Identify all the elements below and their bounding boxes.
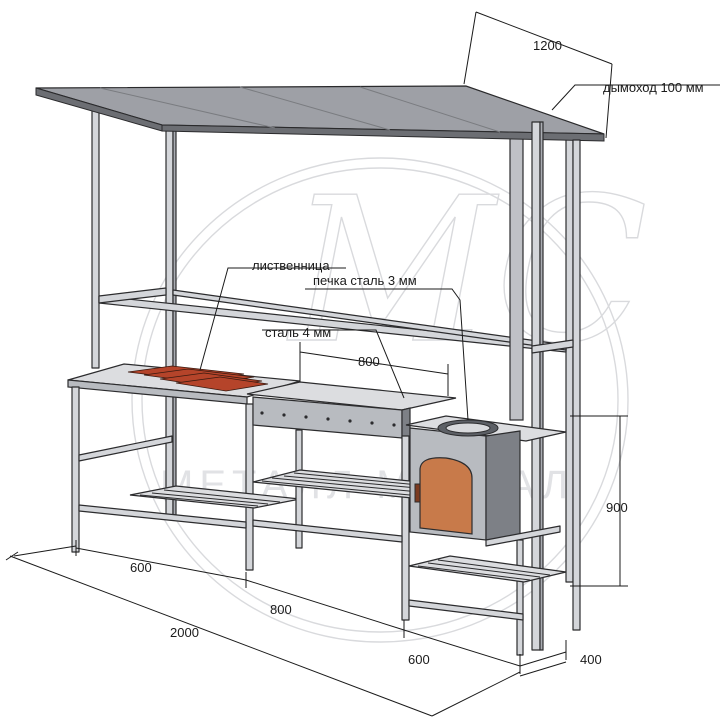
dim-grill-length: 800	[358, 354, 380, 369]
watermark-monogram: МС	[286, 155, 648, 388]
dim-total-line	[5, 545, 433, 717]
dim-height: 900	[606, 500, 628, 515]
stove-body-side	[485, 430, 521, 541]
grill-leg-front	[401, 435, 410, 621]
post-back-right	[565, 137, 574, 583]
dim-left-line	[75, 540, 247, 588]
stove-leg	[516, 539, 524, 656]
dim-roof-width-line	[463, 11, 613, 139]
right-shelf-bars	[417, 559, 551, 581]
post-back-mid	[165, 123, 174, 516]
grill-vent-holes	[260, 411, 396, 427]
chimney-pipe	[509, 127, 524, 421]
rail-left-bottom	[78, 504, 247, 529]
dim-depth: 400	[580, 652, 602, 667]
roof-seam-1	[99, 87, 276, 129]
label-larch: лиственница	[252, 258, 330, 273]
front-frame	[531, 121, 581, 651]
leg-front-mid-left	[245, 403, 254, 571]
dim-right-line	[403, 629, 521, 674]
roof	[35, 85, 605, 142]
post-back-left	[91, 101, 100, 369]
label-stove: печка сталь 3 мм	[313, 273, 417, 288]
dim-roof-width: 1200	[533, 38, 562, 53]
dim-depth-line	[519, 640, 567, 677]
watermark-ring	[131, 157, 629, 643]
left-table	[67, 363, 301, 571]
label-steel: сталь 4 мм	[265, 325, 331, 340]
post-front-right-side	[539, 121, 544, 651]
rail-back-upper-2	[172, 289, 567, 351]
dim-height-line	[570, 415, 628, 587]
larch-plank-4	[175, 376, 269, 392]
leg-front-left	[71, 386, 80, 553]
stove-section	[405, 415, 567, 656]
larch-leader	[199, 267, 346, 371]
chimney	[509, 127, 524, 421]
left-shelf-bars	[139, 489, 281, 507]
wood-planks	[127, 365, 269, 392]
rail-right-upper	[485, 525, 561, 547]
stove-door	[419, 457, 473, 535]
rail-right-side	[531, 339, 574, 354]
rail-left-side	[98, 287, 167, 304]
post-back-mid-side	[172, 123, 177, 516]
dim-middle-section: 800	[270, 602, 292, 617]
dim-total-length: 2000	[170, 625, 199, 640]
dim-middle-line	[245, 579, 405, 638]
callouts: дымоход 100 мм лиственница печка сталь 3…	[199, 80, 720, 421]
dim-right-section: 600	[408, 652, 430, 667]
post-right-rear	[572, 139, 581, 631]
roof-front-edge	[161, 124, 605, 142]
rail-right-bottom	[408, 599, 524, 621]
grill-box	[246, 381, 461, 621]
dim-total-end	[431, 671, 521, 717]
grill-side	[401, 407, 411, 439]
grill-leg-back	[295, 429, 303, 549]
chimney-leader	[551, 84, 720, 111]
watermark-inner-ring	[141, 167, 619, 633]
rail-left-lower	[78, 435, 173, 462]
label-chimney: дымоход 100 мм	[603, 80, 704, 95]
stove-door-handle	[414, 483, 421, 503]
rail-middle-bottom	[252, 519, 403, 543]
dim-left-section: 600	[130, 560, 152, 575]
steel-leader	[262, 329, 405, 399]
stove-leader	[305, 288, 469, 421]
stove-hob-inner	[445, 422, 491, 434]
grill-top	[246, 381, 457, 411]
roof-seam-2	[239, 86, 391, 131]
dimensions: 1200 800 900 600 800 600 2000 400	[5, 11, 628, 717]
dim-grill-length-line	[299, 342, 449, 396]
roof-seam-3	[359, 86, 501, 133]
